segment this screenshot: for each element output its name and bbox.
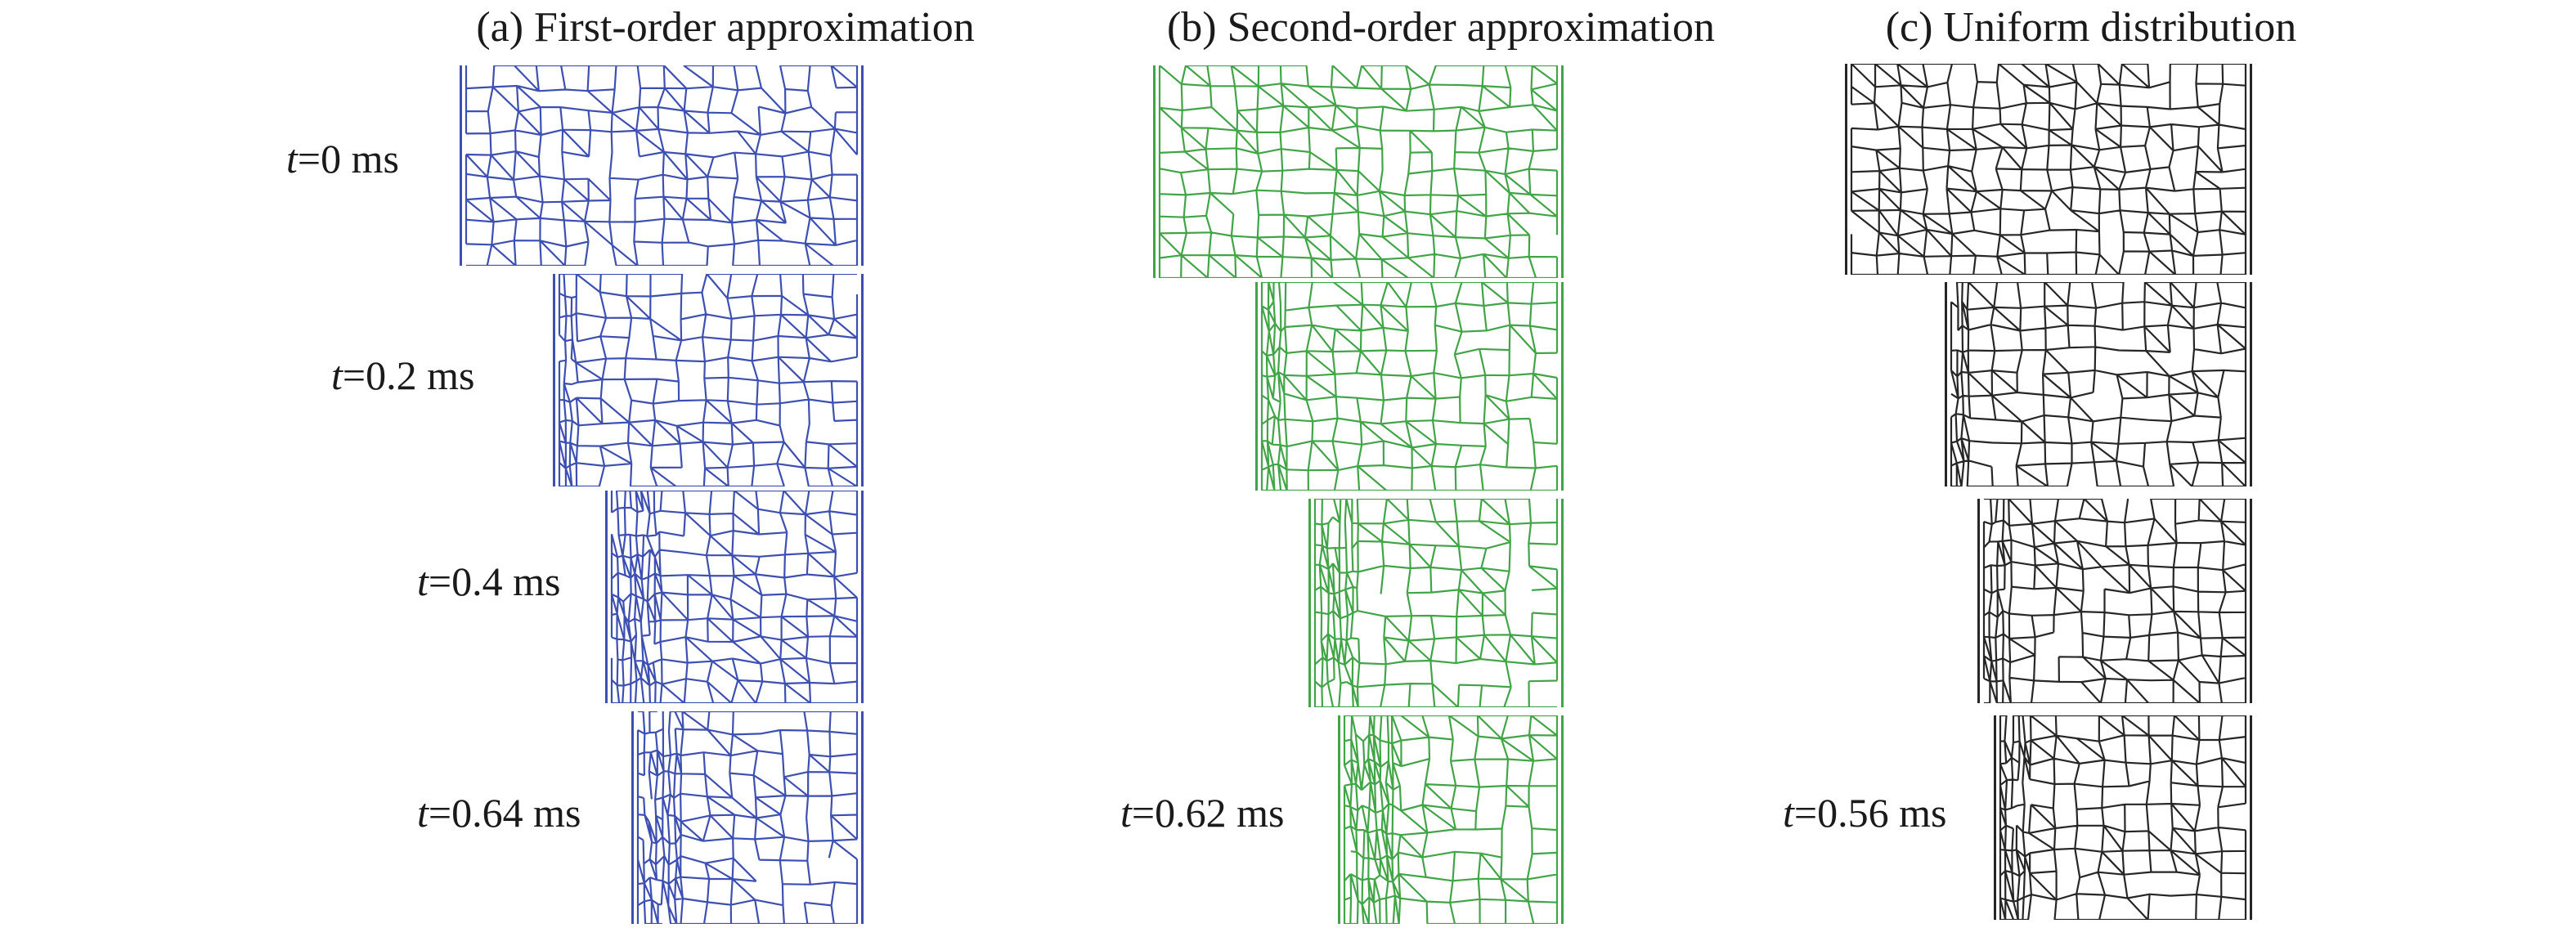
foam-panel-uniform-t0.56	[1994, 715, 2252, 920]
foam-network-svg	[553, 274, 864, 486]
foam-cell-walls	[1313, 499, 1559, 707]
foam-cell-walls	[636, 711, 859, 924]
foam-cell-walls	[1158, 65, 1559, 278]
column-title-second-order: (b) Second-order approximation	[1166, 4, 1716, 51]
foam-cell-walls	[1982, 499, 2247, 703]
foam-panel-second-order-t0	[1153, 65, 1564, 278]
foam-network-svg	[1338, 715, 1564, 924]
time-label-0.4: t=0.4 ms	[417, 558, 561, 604]
column-title-uniform: (c) Uniform distribution	[1885, 4, 2297, 51]
foam-cell-walls	[1343, 715, 1559, 924]
foam-cell-walls	[1950, 282, 2247, 486]
foam-cell-walls	[1850, 64, 2247, 275]
foam-network-svg	[460, 65, 864, 266]
foam-network-svg	[1845, 64, 2252, 275]
foam-network-svg	[1994, 715, 2252, 920]
foam-panel-first-order-t0.64	[631, 711, 864, 924]
foam-cell-walls	[610, 491, 859, 703]
time-label-0: t=0 ms	[286, 136, 399, 182]
foam-panel-second-order-t0.4	[1308, 499, 1564, 707]
foam-panel-first-order-t0	[460, 65, 864, 266]
foam-cell-walls	[464, 65, 859, 266]
foam-panel-first-order-t0.2	[553, 274, 864, 486]
foam-network-svg	[1308, 499, 1564, 707]
time-label-0.62: t=0.62 ms	[1120, 790, 1285, 836]
foam-network-svg	[631, 711, 864, 924]
foam-cell-walls	[1260, 282, 1559, 491]
column-title-first-order: (a) First-order approximation	[476, 4, 975, 51]
time-label-0.2: t=0.2 ms	[331, 352, 475, 398]
foam-panel-uniform-t0.2	[1945, 282, 2252, 486]
foam-panel-second-order-t0.62	[1338, 715, 1564, 924]
foam-panel-first-order-t0.4	[605, 491, 864, 703]
foam-network-svg	[1977, 499, 2252, 703]
time-label-0.56: t=0.56 ms	[1783, 790, 1947, 836]
foam-network-svg	[605, 491, 864, 703]
foam-network-svg	[1153, 65, 1564, 278]
foam-panel-uniform-t0	[1845, 64, 2252, 275]
foam-network-svg	[1255, 282, 1564, 491]
foam-network-svg	[1945, 282, 2252, 486]
time-label-0.64: t=0.64 ms	[417, 790, 581, 836]
foam-panel-uniform-t0.4	[1977, 499, 2252, 703]
foam-cell-walls	[1999, 715, 2247, 920]
foam-panel-second-order-t0.2	[1255, 282, 1564, 491]
foam-cell-walls	[558, 274, 859, 486]
